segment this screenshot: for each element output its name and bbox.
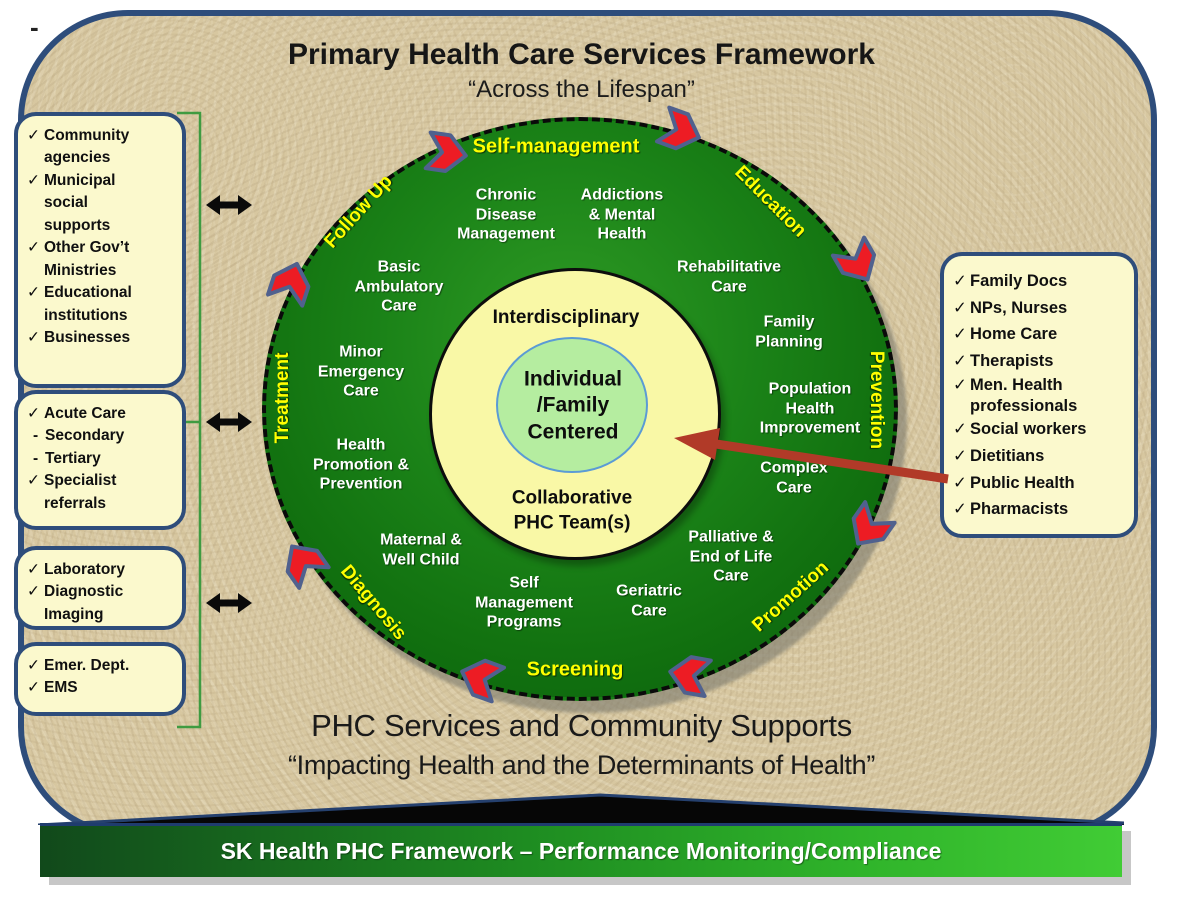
- check-icon: ✓: [27, 657, 40, 674]
- check-icon: ✓: [953, 500, 967, 519]
- stage-label-prevention: Prevention: [866, 350, 887, 450]
- list-item: ✓Pharmacists: [953, 496, 1128, 523]
- service-addictions-mental-health: Addictions & Mental Health: [580, 186, 664, 243]
- page-subtitle: “Across the Lifespan”: [468, 76, 695, 103]
- list-item: ✓Therapists: [953, 348, 1128, 375]
- check-icon: ✓: [27, 405, 40, 422]
- check-icon: ✓: [953, 473, 967, 492]
- list-item: ✓Men. Health professionals: [953, 375, 1078, 415]
- diagnostics-box: ✓Laboratory ✓Diagnostic Imaging: [14, 546, 186, 630]
- check-icon: ✓: [953, 375, 967, 394]
- list-item: ✓NPs, Nurses: [953, 295, 1128, 322]
- list-item: ✓Specialist referrals: [27, 472, 117, 512]
- dash-bullet: -: [33, 427, 39, 445]
- check-icon: ✓: [27, 329, 40, 347]
- list-subitem: -Secondary: [27, 425, 176, 447]
- stage-label-screening: Screening: [526, 658, 624, 681]
- footer-subheading: “Impacting Health and the Determinants o…: [287, 750, 876, 780]
- service-self-management-programs: Self Management Programs: [475, 574, 573, 631]
- list-item: ✓Educational institutions: [27, 284, 132, 324]
- list-item: ✓Laboratory: [27, 559, 176, 581]
- check-icon: ✓: [27, 239, 40, 257]
- check-icon: ✓: [953, 352, 967, 371]
- list-item: ✓Public Health: [953, 470, 1128, 497]
- list-item: ✓Community agencies: [27, 127, 130, 167]
- check-icon: ✓: [27, 679, 40, 697]
- list-item: ✓Home Care: [953, 321, 1128, 348]
- core-label-individual-family: Individual /Family Centered: [523, 367, 623, 444]
- service-complex-care: Complex Care: [760, 459, 828, 496]
- check-icon: ✓: [953, 420, 967, 439]
- list-item: ✓Social workers: [953, 416, 1128, 443]
- check-icon: ✓: [953, 325, 967, 344]
- emergency-box: ✓Emer. Dept. ✓EMS: [14, 642, 186, 716]
- service-maternal-well-child: Maternal & Well Child: [380, 531, 462, 568]
- providers-box: ✓Family Docs ✓NPs, Nurses ✓Home Care ✓Th…: [940, 252, 1138, 538]
- service-health-promotion: Health Promotion & Prevention: [313, 436, 409, 493]
- check-icon: ✓: [27, 284, 40, 302]
- service-geriatric-care: Geriatric Care: [616, 582, 682, 619]
- core-label-interdisciplinary: Interdisciplinary: [492, 307, 640, 328]
- corner-dash: -: [30, 12, 39, 42]
- list-item: ✓Emer. Dept.: [27, 655, 176, 677]
- check-icon: ✓: [27, 127, 40, 144]
- community-supports-box: ✓Community agencies ✓Municipal social su…: [14, 112, 186, 388]
- core-label-collaborative-team: Collaborative PHC Team(s): [511, 487, 633, 533]
- page-title: Primary Health Care Services Framework: [288, 38, 875, 71]
- stage-label-self-management: Self-management: [472, 135, 640, 158]
- service-population-health: Population Health Improvement: [759, 380, 861, 437]
- stage-label-treatment: Treatment: [272, 352, 293, 444]
- list-item: ✓Businesses: [27, 327, 176, 349]
- dash-bullet: -: [33, 449, 39, 467]
- check-icon: ✓: [27, 171, 40, 189]
- check-icon: ✓: [953, 298, 967, 317]
- acute-care-box: ✓Acute Care -Secondary -Tertiary ✓Specia…: [14, 390, 186, 530]
- list-item: ✓Family Docs: [953, 268, 1128, 295]
- service-rehabilitative-care: Rehabilitative Care: [676, 258, 782, 295]
- check-icon: ✓: [27, 472, 40, 490]
- service-palliative-care: Palliative & End of Life Care: [688, 528, 774, 585]
- list-item: ✓EMS: [27, 677, 176, 699]
- check-icon: ✓: [27, 561, 40, 578]
- service-basic-ambulatory: Basic Ambulatory Care: [354, 258, 444, 315]
- service-minor-emergency: Minor Emergency Care: [317, 343, 405, 400]
- check-icon: ✓: [27, 583, 40, 601]
- service-chronic-disease: Chronic Disease Management: [457, 186, 555, 243]
- list-item: ✓Municipal social supports: [27, 171, 116, 234]
- service-family-planning: Family Planning: [755, 313, 823, 350]
- footer-heading: PHC Services and Community Supports: [311, 708, 852, 743]
- patient-center-ellipse: [496, 337, 648, 473]
- list-item: ✓Dietitians: [953, 443, 1128, 470]
- list-item: ✓Diagnostic Imaging: [27, 583, 124, 623]
- compliance-banner: SK Health PHC Framework – Performance Mo…: [40, 823, 1122, 877]
- list-item: ✓Acute Care: [27, 403, 176, 425]
- check-icon: ✓: [953, 272, 967, 290]
- list-subitem: -Tertiary: [27, 448, 176, 470]
- compliance-banner-label: SK Health PHC Framework – Performance Mo…: [220, 838, 942, 864]
- list-item: ✓Other Gov’t Ministries: [27, 239, 130, 279]
- check-icon: ✓: [953, 446, 967, 465]
